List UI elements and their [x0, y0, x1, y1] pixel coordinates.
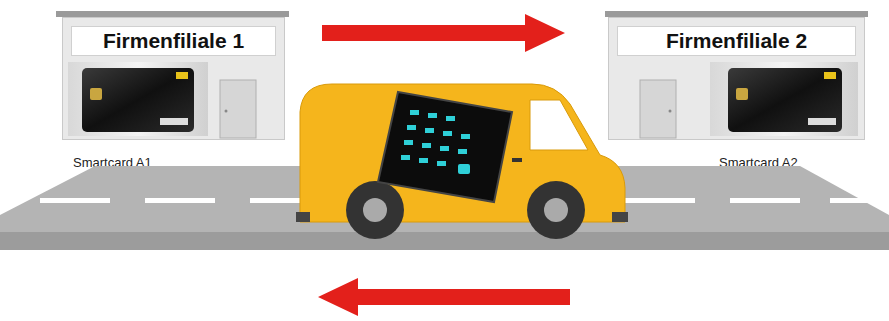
smartcard-label: Smartcard A1 [73, 155, 152, 170]
branch-building: Firmenfiliale 1Smartcard A1 [62, 17, 285, 140]
door [220, 80, 256, 138]
branch-name: Firmenfiliale 1 [71, 26, 276, 56]
door-knob [669, 110, 672, 113]
hard-drive [378, 92, 512, 202]
road-edge [0, 232, 889, 250]
road [0, 166, 889, 250]
lane-markings [40, 198, 889, 203]
smartcard-image [710, 62, 858, 136]
door [640, 80, 676, 138]
van [296, 84, 628, 239]
branch-building: Firmenfiliale 2Smartcard A2 [608, 17, 865, 140]
roof [56, 11, 289, 17]
branch-name: Firmenfiliale 2 [617, 26, 856, 56]
door-knob [225, 110, 228, 113]
transfer-arrow [318, 278, 570, 316]
smartcard-image [68, 62, 208, 136]
smartcard-label: Smartcard A2 [719, 155, 798, 170]
roof [605, 11, 868, 17]
transfer-arrow [322, 14, 565, 52]
